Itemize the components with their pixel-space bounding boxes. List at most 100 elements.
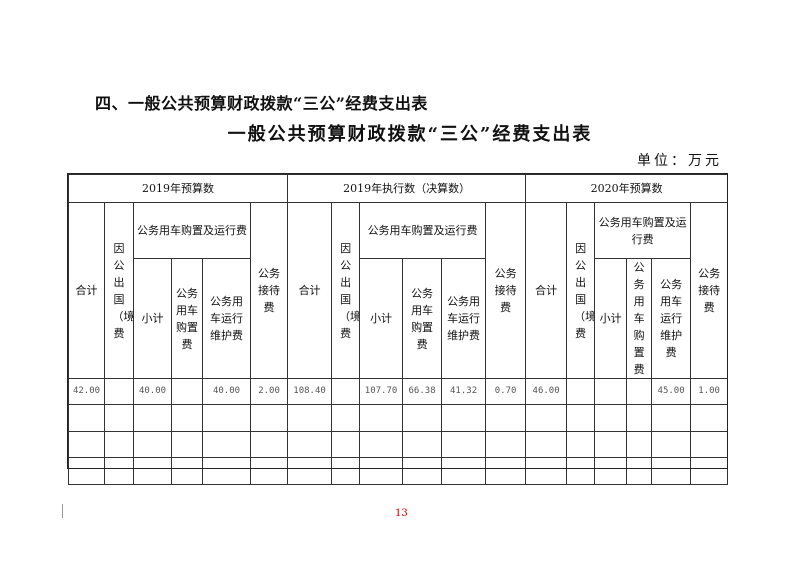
group-header-2020-budget: 2020年预算数 bbox=[525, 174, 729, 203]
table-cell: 40.00 bbox=[133, 378, 172, 405]
table-cell bbox=[566, 431, 596, 458]
header-abroad: 因公出国（境）费 bbox=[566, 202, 596, 379]
table-cell bbox=[690, 404, 729, 432]
table-cell bbox=[104, 457, 134, 485]
header-car-group: 公务用车购置及运行费 bbox=[594, 202, 692, 259]
table-cell bbox=[626, 378, 653, 405]
table-cell: 1.00 bbox=[690, 378, 729, 405]
header-reception: 公务接待费 bbox=[485, 202, 527, 379]
table-cell bbox=[594, 457, 628, 485]
table-cell bbox=[651, 457, 692, 485]
table-cell bbox=[171, 431, 203, 458]
table-cell bbox=[249, 457, 289, 485]
header-total: 合计 bbox=[287, 202, 333, 379]
table-cell bbox=[331, 457, 361, 485]
table-cell bbox=[525, 404, 568, 432]
table-cell bbox=[525, 431, 568, 458]
table-cell: 45.00 bbox=[651, 378, 692, 405]
table-cell bbox=[331, 378, 361, 405]
table-cell bbox=[104, 404, 134, 432]
table-title: 一般公共预算财政拨款“三公”经费支出表 bbox=[227, 124, 593, 145]
table-cell bbox=[133, 457, 172, 485]
table-cell bbox=[171, 457, 203, 485]
table-cell bbox=[485, 404, 527, 432]
table-cell bbox=[441, 431, 487, 458]
table-cell bbox=[594, 404, 628, 432]
header-subtotal: 小计 bbox=[359, 258, 404, 379]
table-cell bbox=[402, 431, 443, 458]
header-car-purchase: 公务用车购置费 bbox=[626, 258, 653, 379]
header-subtotal: 小计 bbox=[133, 258, 172, 379]
table-cell bbox=[287, 404, 333, 432]
unit-label: 单位：万元 bbox=[637, 153, 722, 169]
margin-mark bbox=[62, 504, 63, 518]
table-cell bbox=[690, 431, 729, 458]
table-cell bbox=[331, 404, 361, 432]
header-abroad: 因公出国（境）费 bbox=[331, 202, 361, 379]
table-cell bbox=[402, 404, 443, 432]
header-car-operation: 公务用车运行维护费 bbox=[651, 258, 692, 379]
table-cell: 41.32 bbox=[441, 378, 487, 405]
table-cell bbox=[594, 431, 628, 458]
table-cell bbox=[441, 457, 487, 485]
table-cell bbox=[133, 404, 172, 432]
table-cell bbox=[566, 378, 596, 405]
table-cell bbox=[171, 404, 203, 432]
group-header-2019-actual: 2019年执行数（决算数） bbox=[287, 174, 527, 203]
table-cell: 42.00 bbox=[68, 378, 105, 405]
table-cell bbox=[68, 431, 105, 458]
header-subtotal: 小计 bbox=[594, 258, 628, 379]
table-cell bbox=[626, 431, 653, 458]
section-heading: 四、一般公共预算财政拨款“三公”经费支出表 bbox=[95, 94, 428, 113]
table-row bbox=[68, 457, 729, 485]
table-cell bbox=[690, 457, 729, 485]
table-cell bbox=[104, 431, 134, 458]
header-total: 合计 bbox=[525, 202, 568, 379]
table-cell bbox=[202, 457, 251, 485]
table-cell bbox=[133, 431, 172, 458]
table-cell bbox=[287, 457, 333, 485]
table-cell: 107.70 bbox=[359, 378, 404, 405]
table-cell bbox=[626, 404, 653, 432]
table-cell bbox=[202, 404, 251, 432]
table-cell bbox=[359, 457, 404, 485]
page-number: 13 bbox=[395, 508, 408, 519]
table-cell bbox=[525, 457, 568, 485]
table-cell bbox=[331, 431, 361, 458]
table-cell: 46.00 bbox=[525, 378, 568, 405]
table-cell bbox=[402, 457, 443, 485]
table-cell bbox=[594, 378, 628, 405]
header-total: 合计 bbox=[68, 202, 105, 379]
table-cell: 40.00 bbox=[202, 378, 251, 405]
table-cell: 0.70 bbox=[485, 378, 527, 405]
table-cell: 2.00 bbox=[249, 378, 289, 405]
table-row bbox=[68, 404, 729, 432]
group-header-2019-budget: 2019年预算数 bbox=[67, 174, 289, 203]
header-reception: 公务接待费 bbox=[690, 202, 729, 379]
table-cell bbox=[68, 457, 105, 485]
header-abroad: 因公出国（境）费 bbox=[104, 202, 134, 379]
header-car-operation: 公务用车运行维护费 bbox=[202, 258, 251, 379]
table-cell bbox=[202, 431, 251, 458]
expense-table: 2019年预算数 2019年执行数（决算数） 2020年预算数 合计 因公出国（… bbox=[67, 174, 729, 485]
table-cell bbox=[441, 404, 487, 432]
table-cell bbox=[171, 378, 203, 405]
header-car-purchase: 公务用车购置费 bbox=[171, 258, 203, 379]
table-cell bbox=[359, 404, 404, 432]
header-car-group: 公务用车购置及运行费 bbox=[359, 202, 487, 259]
table-cell bbox=[566, 404, 596, 432]
table-cell bbox=[626, 457, 653, 485]
header-car-group: 公务用车购置及运行费 bbox=[133, 202, 251, 259]
header-car-operation: 公务用车运行维护费 bbox=[441, 258, 487, 379]
table-cell bbox=[68, 404, 105, 432]
table-cell bbox=[566, 457, 596, 485]
header-reception: 公务接待费 bbox=[249, 202, 289, 379]
table-cell bbox=[104, 378, 134, 405]
table-cell bbox=[359, 431, 404, 458]
table-cell bbox=[651, 431, 692, 458]
table-cell bbox=[287, 431, 333, 458]
header-car-purchase: 公务用车购置费 bbox=[402, 258, 443, 379]
table-cell: 66.38 bbox=[402, 378, 443, 405]
table-cell bbox=[485, 457, 527, 485]
